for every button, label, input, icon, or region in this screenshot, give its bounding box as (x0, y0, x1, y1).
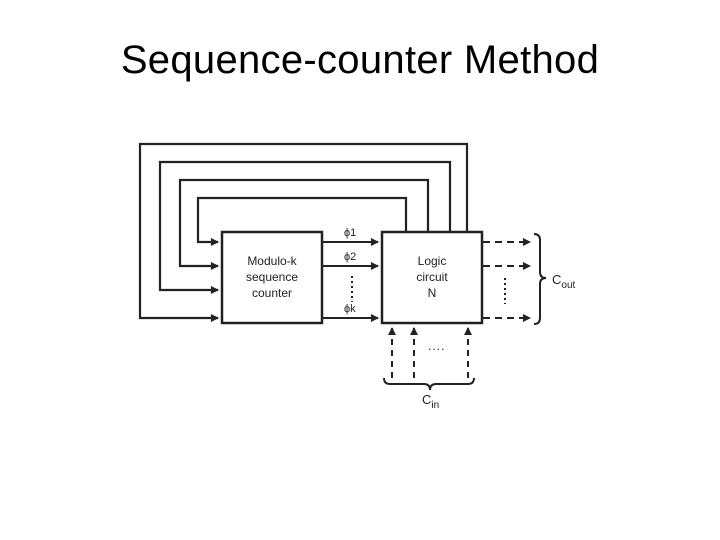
feedback-loop-4 (196, 196, 408, 246)
logic-circuit-block (380, 230, 484, 325)
input-brace (383, 377, 475, 391)
input-arrows (388, 327, 472, 378)
phi2-label: ϕ2 (344, 251, 356, 263)
input-label: Cin (422, 392, 439, 411)
counter-label-line1: Modulo-k (247, 254, 297, 268)
feedback-lines (138, 142, 469, 322)
phi1-label: ϕ1 (344, 227, 356, 239)
output-brace (533, 233, 547, 325)
logic-label-line1: Logic (418, 254, 447, 268)
counter-label-line2: sequence (246, 270, 298, 284)
logic-label-line3: N (428, 286, 437, 300)
feedback-loop-2 (158, 160, 452, 294)
phik-label: ϕk (344, 303, 356, 315)
phase-arrows (322, 238, 379, 322)
feedback-loop-1 (138, 142, 469, 322)
counter-label-line3: counter (252, 286, 292, 300)
counter-block (220, 230, 324, 325)
input-ellipsis: .... (428, 339, 445, 353)
feedback-loop-3 (178, 178, 430, 270)
slide-title: Sequence-counter Method (120, 38, 600, 82)
output-label: Cout (552, 272, 576, 291)
logic-label-line2: circuit (416, 270, 448, 284)
output-arrows (483, 238, 531, 322)
